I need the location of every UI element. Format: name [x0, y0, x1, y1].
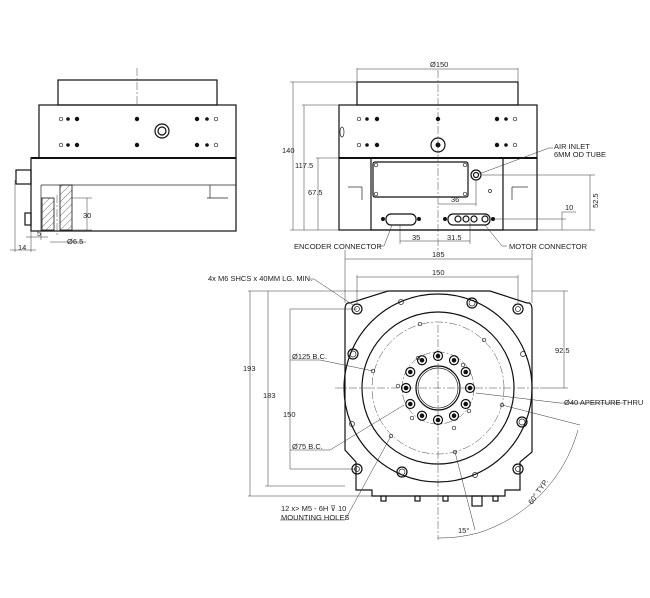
- encoder-connector-label: ENCODER CONNECTOR: [294, 242, 382, 251]
- holes-sublabel: MOUNTING HOLES: [281, 513, 349, 522]
- angle-15: 15°: [458, 526, 469, 535]
- mounting-bolt: [416, 410, 428, 421]
- mounting-bolt: [451, 413, 457, 419]
- bc75-label: Ø75 B.C.: [292, 442, 323, 451]
- mounting-bolt: [435, 353, 441, 359]
- mounting-bolt: [405, 398, 416, 410]
- bc75-bolts: [395, 350, 476, 431]
- air-inlet-sublabel: 6MM OD TUBE: [554, 150, 606, 159]
- mounting-bolt: [403, 385, 409, 391]
- angle-60: 60° TYP.: [526, 477, 550, 506]
- mounting-bolt: [407, 401, 413, 407]
- dim-52-5: 52.5: [591, 193, 600, 208]
- dim-193: 193: [243, 364, 256, 373]
- dim-36: 36: [451, 195, 459, 204]
- encoder-connector: [381, 213, 421, 226]
- mounting-bolt: [407, 369, 413, 375]
- dim-diameter-150: Ø150: [430, 60, 448, 69]
- motor-connector: [443, 213, 495, 226]
- dim-150-width: 150: [432, 268, 445, 277]
- mounting-bolt: [400, 382, 412, 394]
- dowel-hole: [415, 355, 421, 361]
- dim-150-height: 150: [283, 410, 296, 419]
- corner-bolt-holes: [351, 303, 524, 475]
- mounting-bolt: [463, 401, 469, 407]
- bc125-label: Ø125 B.C.: [292, 352, 327, 361]
- top-view: 185 150 193 183 150 92.5 4x M6 SHCS x 40…: [208, 250, 643, 540]
- mounting-bolt: [448, 355, 460, 366]
- dim-117-5: 117.5: [295, 161, 313, 170]
- dowel-hole: [395, 383, 401, 389]
- mounting-bolt: [432, 350, 444, 362]
- holes-label: 12 x> M5 - 6H ⊽ 10: [281, 504, 346, 513]
- housing-holes: [347, 297, 528, 478]
- mounting-bolt: [432, 414, 444, 426]
- bc125-holes: [370, 321, 505, 455]
- front-view: Ø150 140 117.5 67.5 36 52.5 10 35 31.5 A…: [282, 60, 606, 251]
- dim-67-5: 67.5: [308, 188, 323, 197]
- air-inlet-label: AIR INLET: [554, 142, 590, 151]
- side-view: 30 14 5 Ø6.5: [10, 68, 237, 252]
- dim-31-5: 31.5: [447, 233, 462, 242]
- dowel-hole: [451, 425, 457, 431]
- mounting-bolt: [467, 385, 473, 391]
- dowel-hole: [460, 362, 466, 368]
- dim-14: 14: [18, 243, 26, 252]
- dowel-hole: [409, 415, 415, 421]
- mounting-bolt: [463, 369, 469, 375]
- mounting-bolt: [435, 417, 441, 423]
- aperture-label: Ø40 APERTURE THRU: [564, 398, 643, 407]
- dim-5: 5: [37, 229, 41, 238]
- dim-30: 30: [83, 211, 91, 220]
- mounting-bolt: [460, 366, 471, 378]
- front-dowel-holes: [356, 116, 518, 153]
- mounting-bolt: [448, 410, 460, 421]
- mounting-bolt: [405, 366, 416, 378]
- dowel-hole: [466, 408, 472, 414]
- dim-92-5: 92.5: [555, 346, 570, 355]
- dim-10: 10: [565, 203, 573, 212]
- dim-35: 35: [412, 233, 420, 242]
- motor-connector-label: MOTOR CONNECTOR: [509, 242, 588, 251]
- dim-183: 183: [263, 391, 276, 400]
- dim-hole-diameter: Ø6.5: [67, 237, 83, 246]
- mounting-bolt: [419, 357, 425, 363]
- mounting-bolt: [416, 355, 428, 366]
- dim-140: 140: [282, 146, 295, 155]
- bolt-note: 4x M6 SHCS x 40MM LG. MIN.: [208, 274, 312, 283]
- mounting-bolt: [464, 382, 476, 394]
- dim-185: 185: [432, 250, 445, 259]
- mounting-bolt: [419, 413, 425, 419]
- mounting-bolt: [460, 398, 471, 410]
- mounting-bolt: [451, 357, 457, 363]
- side-dowel-holes: [58, 116, 219, 148]
